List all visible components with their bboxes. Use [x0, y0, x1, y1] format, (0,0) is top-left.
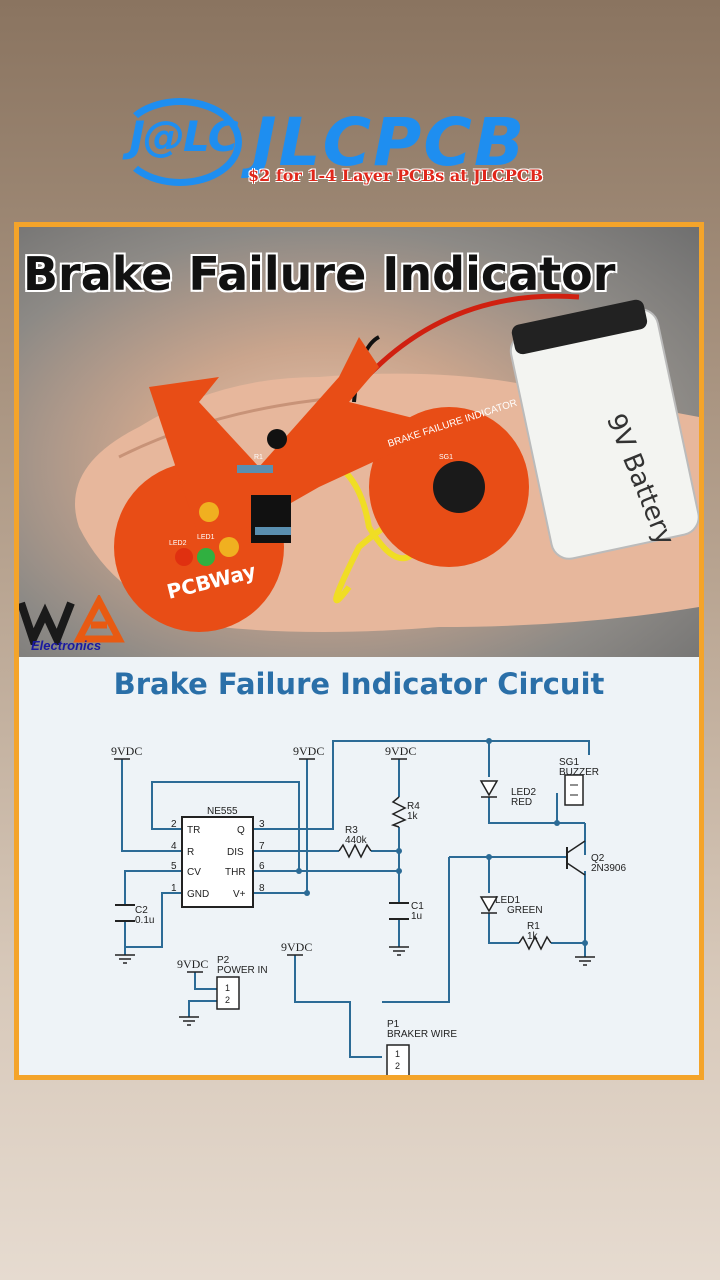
svg-text:LED1: LED1	[197, 534, 215, 541]
product-photo: 9V Battery BRAKE FAILURE INDICATOR SG1	[19, 227, 699, 657]
svg-text:P1: P1	[387, 1019, 400, 1030]
svg-text:R1: R1	[527, 921, 540, 932]
svg-text:THR: THR	[225, 867, 246, 878]
svg-text:Q2: Q2	[591, 853, 605, 864]
schematic-title: Brake Failure Indicator Circuit	[113, 667, 605, 701]
svg-text:SG1: SG1	[439, 454, 453, 461]
svg-text:BUZZER: BUZZER	[559, 767, 599, 778]
svg-text:440k: 440k	[345, 835, 368, 846]
svg-text:SG1: SG1	[559, 757, 579, 768]
svg-text:1: 1	[395, 1049, 400, 1059]
svg-text:7: 7	[259, 841, 265, 852]
svg-text:DIS: DIS	[227, 847, 244, 858]
svg-text:1u: 1u	[411, 911, 422, 922]
svg-text:4: 4	[171, 841, 177, 852]
c1-capacitor	[389, 902, 409, 920]
supply-symbols	[114, 758, 407, 973]
svg-text:GND: GND	[187, 889, 209, 900]
svg-text:P2: P2	[217, 955, 230, 966]
svg-text:RED: RED	[511, 797, 532, 808]
svg-text:9VDC: 9VDC	[293, 744, 324, 758]
ne555-chip	[181, 816, 254, 908]
ground-symbols	[115, 946, 595, 1026]
battery-9v: 9V Battery	[509, 299, 699, 560]
svg-text:9VDC: 9VDC	[281, 940, 312, 954]
led2-symbol	[479, 780, 499, 797]
svg-text:GREEN: GREEN	[507, 905, 543, 916]
svg-text:Q: Q	[237, 825, 245, 836]
photo-title: Brake Failure Indicator	[23, 247, 616, 301]
svg-text:LED1: LED1	[495, 895, 520, 906]
p1-connector	[386, 1044, 410, 1075]
svg-text:9VDC: 9VDC	[111, 744, 142, 758]
buzzer-symbol	[564, 774, 584, 806]
p2-connector	[216, 976, 240, 1010]
svg-text:R: R	[187, 847, 194, 858]
svg-text:9VDC: 9VDC	[177, 957, 208, 971]
svg-text:9VDC: 9VDC	[385, 744, 416, 758]
content-card: 9V Battery BRAKE FAILURE INDICATOR SG1	[14, 222, 704, 1080]
svg-text:CV: CV	[187, 867, 201, 878]
svg-text:POWER IN: POWER IN	[217, 965, 268, 976]
svg-text:V+: V+	[233, 889, 246, 900]
svg-text:2: 2	[395, 1061, 400, 1071]
r1-resistor	[518, 935, 552, 951]
svg-text:6: 6	[259, 861, 265, 872]
jlc-logo-text: J@LC	[129, 112, 238, 161]
photo-illustration: 9V Battery BRAKE FAILURE INDICATOR SG1	[75, 293, 699, 632]
svg-text:8: 8	[259, 883, 265, 894]
svg-text:R4: R4	[407, 801, 420, 812]
svg-text:2N3906: 2N3906	[591, 863, 626, 874]
svg-text:NE555: NE555	[207, 806, 238, 817]
jlcpcb-banner[interactable]: J@LC JLCPCB $2 for 1-4 Layer PCBs at JLC…	[0, 90, 720, 200]
svg-text:2: 2	[171, 819, 177, 830]
brand-name: JLCPCB	[252, 104, 527, 181]
svg-text:1k: 1k	[407, 811, 419, 822]
svg-text:2: 2	[225, 995, 230, 1005]
svg-text:1: 1	[171, 883, 177, 894]
schematic-drawing: NE555 TR R CV GND 2 4 5 1 Q DIS THR V+ 3…	[111, 738, 626, 1075]
wa-electronics-logo: Electronics	[19, 595, 149, 657]
svg-text:0.1u: 0.1u	[135, 915, 154, 926]
svg-text:LED2: LED2	[511, 787, 536, 798]
svg-text:1: 1	[225, 983, 230, 993]
schematic-diagram: Brake Failure Indicator Circuit	[19, 657, 699, 1075]
svg-text:TR: TR	[187, 825, 200, 836]
svg-text:C2: C2	[135, 905, 148, 916]
svg-text:R3: R3	[345, 825, 358, 836]
svg-text:1k: 1k	[527, 931, 539, 942]
r4-resistor	[390, 796, 407, 828]
svg-text:R1: R1	[254, 454, 263, 461]
wa-subtitle: Electronics	[31, 638, 102, 653]
wires	[121, 740, 590, 1058]
svg-text:C1: C1	[411, 901, 424, 912]
svg-text:BRAKER WIRE: BRAKER WIRE	[387, 1029, 457, 1040]
svg-text:3: 3	[259, 819, 265, 830]
svg-text:5: 5	[171, 861, 177, 872]
c2-capacitor	[115, 904, 135, 922]
jlc-logo-ring-icon	[118, 98, 242, 186]
led1-symbol	[479, 896, 499, 913]
promo-text: $2 for 1-4 Layer PCBs at JLCPCB	[248, 166, 543, 185]
r3-resistor	[338, 843, 372, 859]
svg-text:LED2: LED2	[169, 540, 187, 547]
